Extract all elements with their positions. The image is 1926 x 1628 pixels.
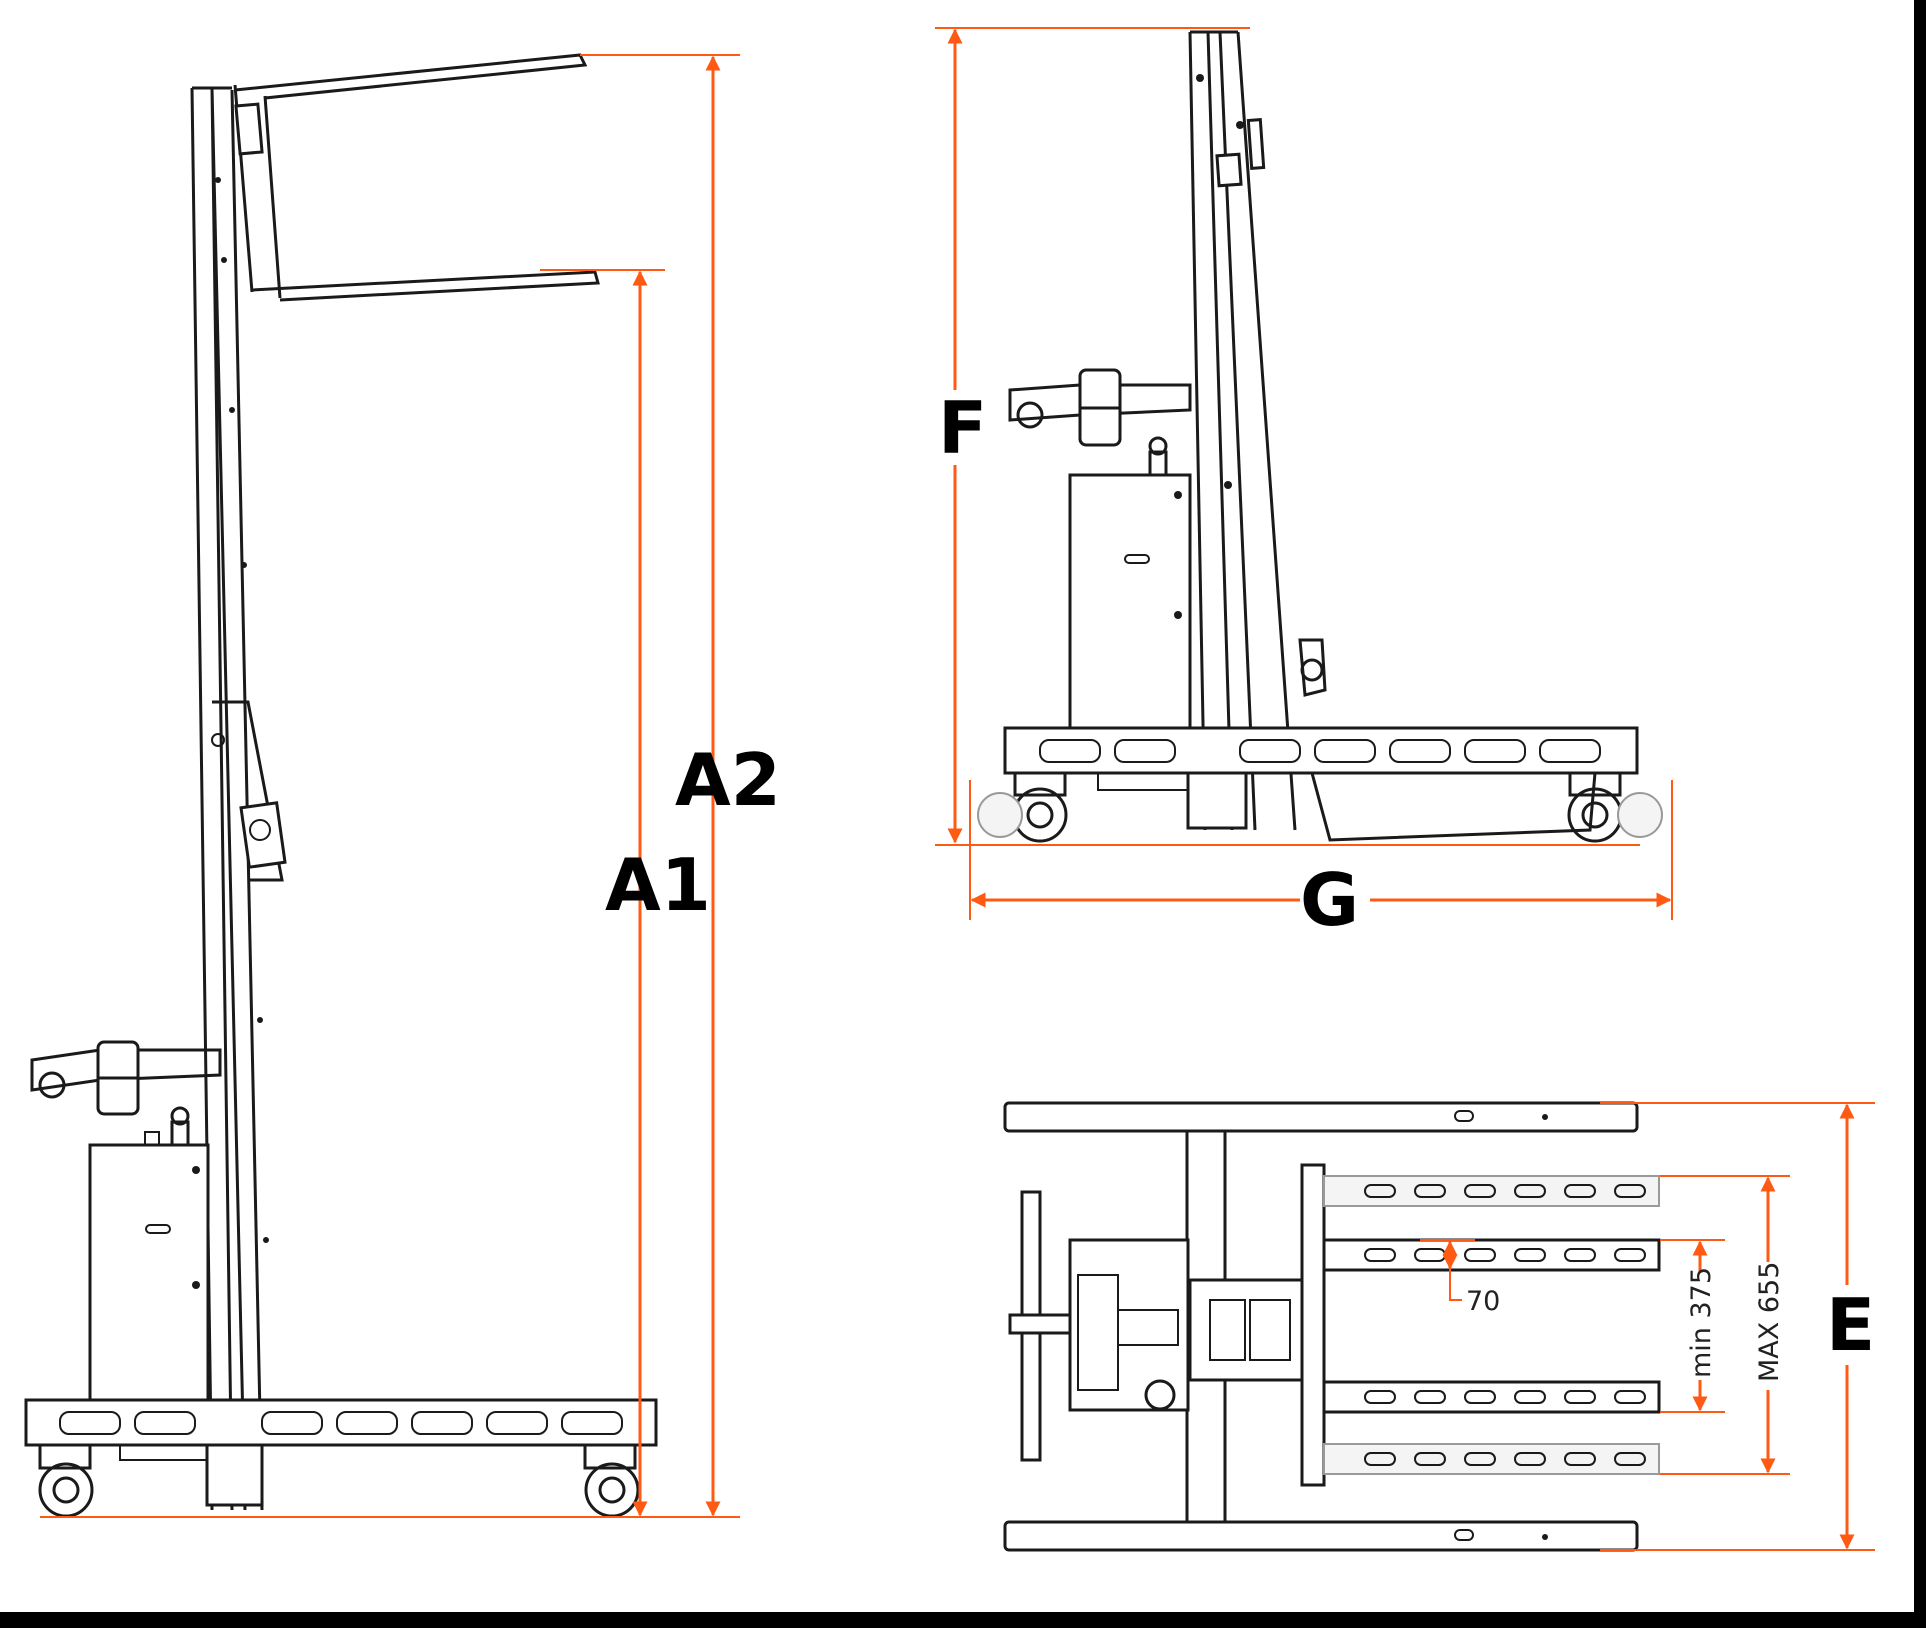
right-caster-lowered	[1567, 773, 1663, 843]
top-leg-upper	[1003, 1101, 1639, 1133]
top-battery	[1068, 1238, 1190, 1412]
left-caster	[38, 1445, 94, 1518]
dimension-a2: A2	[40, 54, 781, 1518]
top-forks	[1322, 1175, 1661, 1475]
dimension-g: G	[969, 780, 1673, 942]
handle-knob	[38, 1071, 66, 1099]
chassis-slots	[59, 1411, 623, 1435]
chassis-beam	[24, 1398, 658, 1447]
fork-slots	[1364, 1184, 1646, 1466]
label-70: 70	[1466, 1286, 1500, 1317]
dimension-70: 70	[1420, 1239, 1500, 1317]
battery-box-lowered	[1068, 473, 1192, 732]
dimension-max: MAX 655	[1660, 1175, 1790, 1475]
battery-box	[88, 1143, 210, 1402]
dimension-min: min 375	[1660, 1239, 1725, 1413]
side-view-raised	[24, 53, 658, 1518]
label-f: F	[938, 386, 987, 470]
mast-foot	[205, 1443, 264, 1507]
lift-mechanism	[1188, 1278, 1307, 1382]
label-min: min 375	[1686, 1267, 1717, 1378]
label-e: E	[1826, 1283, 1875, 1367]
chassis-beam-lowered	[1003, 726, 1639, 775]
right-caster	[583, 1445, 640, 1518]
dimension-a1: A1	[540, 269, 711, 1517]
top-fork-carriage	[1300, 1163, 1326, 1487]
chassis-slots-lowered	[1039, 739, 1601, 763]
left-caster-lowered	[977, 773, 1068, 843]
dimension-f: F	[935, 27, 1640, 846]
label-max: MAX 655	[1754, 1262, 1785, 1382]
mast-inner-section	[212, 700, 284, 882]
mast-rivets	[215, 177, 269, 1243]
mast-lowered	[1188, 31, 1297, 831]
lower-fork	[251, 270, 600, 302]
label-a1: A1	[605, 843, 711, 927]
frame-bottom	[0, 1612, 1926, 1628]
top-view	[1003, 1101, 1661, 1552]
label-a2: A2	[675, 738, 781, 822]
mast	[190, 87, 264, 1511]
frame-right	[1914, 0, 1926, 1628]
upper-fork	[234, 53, 588, 100]
side-view-lowered	[977, 30, 1663, 843]
label-g: G	[1300, 858, 1359, 942]
top-leg-lower	[1003, 1520, 1639, 1552]
dimension-e: E	[1600, 1102, 1875, 1551]
